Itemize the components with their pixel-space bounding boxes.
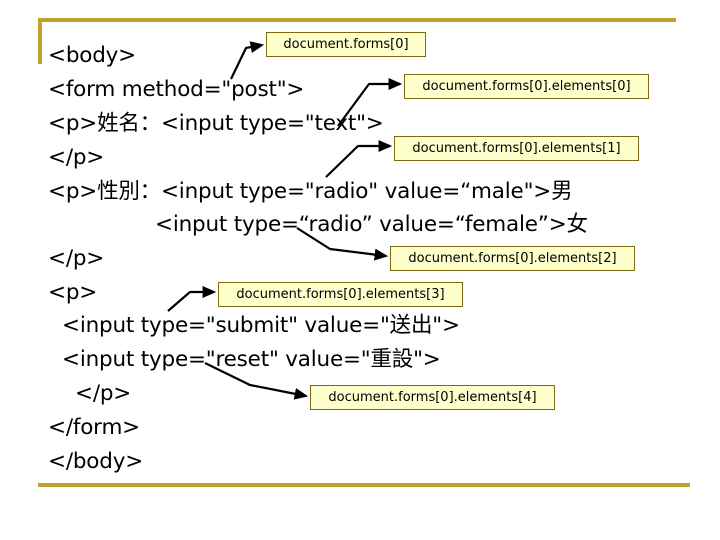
code-line-p-open-2: <p> <box>48 280 98 305</box>
slide-border-left <box>38 18 42 64</box>
code-line-reset: <input type="reset" value="重設"> <box>62 347 441 372</box>
code-line-p-close-1: </p> <box>48 145 105 170</box>
slide-border-top <box>38 18 676 22</box>
html-code-block: <body> <form method="post"> <p>姓名：<input t… <box>48 43 588 474</box>
callout-elem-4: document.forms[0].elements[4] <box>310 385 555 410</box>
callout-elem-3: document.forms[0].elements[3] <box>218 282 463 307</box>
code-line-p-close-3: </p> <box>75 381 132 406</box>
code-line-body-close: </body> <box>48 449 144 474</box>
code-line-body-open: <body> <box>48 43 137 68</box>
code-line-p-gender: <p>性別：<input type="radio" value=“male">男 <box>48 179 573 204</box>
code-line-form-open: <form method="post"> <box>48 77 305 102</box>
callout-elem-1: document.forms[0].elements[1] <box>394 136 639 161</box>
callout-elem-2: document.forms[0].elements[2] <box>390 246 635 271</box>
code-line-submit: <input type="submit" value="送出"> <box>62 313 460 338</box>
code-line-p-close-2: </p> <box>48 246 105 271</box>
code-line-form-close: </form> <box>48 415 141 440</box>
code-line-p-name: <p>姓名：<input type="text"> <box>48 111 384 136</box>
callout-elem-0: document.forms[0].elements[0] <box>404 74 649 99</box>
callout-form: document.forms[0] <box>266 32 426 57</box>
code-line-radio-female: <input type=“radio” value=“female”>女 <box>155 212 588 237</box>
slide-border-bottom <box>38 483 690 487</box>
